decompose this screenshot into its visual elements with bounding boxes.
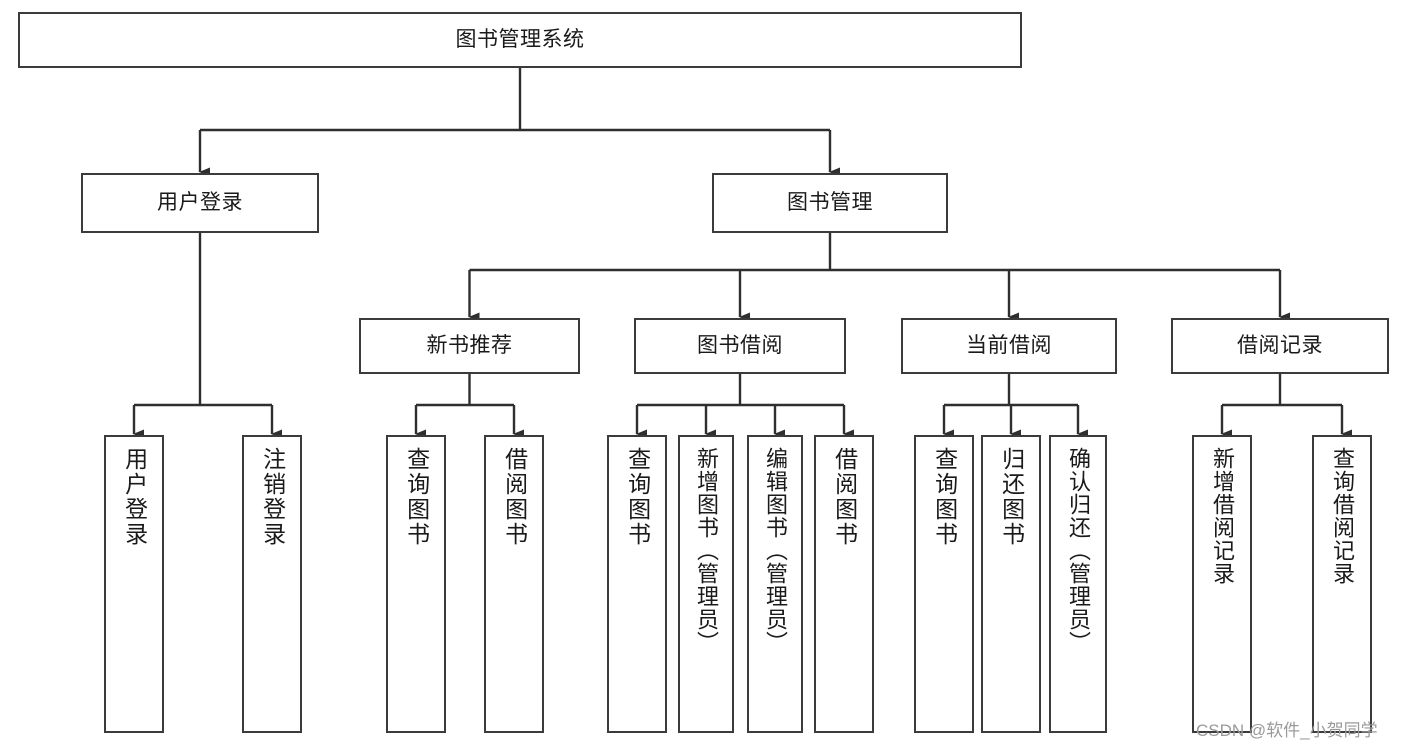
node-leaf-user-login[interactable]: 用户登录 [104, 435, 164, 733]
node-user-login[interactable]: 用户登录 [81, 173, 319, 233]
node-leaf-borrow-book-2[interactable]: 借阅图书 [814, 435, 874, 733]
node-label: 图书借阅 [697, 334, 783, 358]
node-label: 查询图书 [624, 447, 651, 547]
node-root[interactable]: 图书管理系统 [18, 12, 1022, 68]
node-label: 当前借阅 [966, 334, 1052, 358]
node-label: 确认归还（管理员） [1065, 447, 1091, 654]
node-borrow-record[interactable]: 借阅记录 [1171, 318, 1389, 374]
node-leaf-confirm-return[interactable]: 确认归还（管理员） [1049, 435, 1107, 733]
node-leaf-return-book[interactable]: 归还图书 [981, 435, 1041, 733]
node-new-book-rec[interactable]: 新书推荐 [359, 318, 580, 374]
node-current-borrow[interactable]: 当前借阅 [901, 318, 1117, 374]
node-leaf-borrow-book-1[interactable]: 借阅图书 [484, 435, 544, 733]
node-label: 查询图书 [403, 447, 430, 547]
node-book-borrow[interactable]: 图书借阅 [634, 318, 846, 374]
node-label: 查询图书 [931, 447, 958, 547]
node-leaf-query-book-3[interactable]: 查询图书 [914, 435, 974, 733]
node-label: 归还图书 [998, 447, 1025, 547]
node-leaf-edit-book[interactable]: 编辑图书（管理员） [747, 435, 803, 733]
node-label: 借阅图书 [501, 447, 528, 547]
node-label: 新书推荐 [426, 334, 513, 358]
node-label: 注销登录 [259, 447, 286, 547]
node-label: 借阅图书 [831, 447, 858, 547]
node-label: 用户登录 [121, 447, 148, 547]
node-label: 新增借阅记录 [1209, 447, 1235, 585]
edge-group [132, 68, 1352, 439]
node-label: 新增图书（管理员） [693, 447, 719, 654]
node-label: 借阅记录 [1237, 334, 1323, 358]
node-leaf-logout[interactable]: 注销登录 [242, 435, 302, 733]
node-leaf-add-book[interactable]: 新增图书（管理员） [678, 435, 734, 733]
node-label: 用户登录 [157, 191, 243, 215]
node-book-manage[interactable]: 图书管理 [712, 173, 948, 233]
node-label: 图书管理 [787, 191, 873, 215]
node-label: 编辑图书（管理员） [762, 447, 788, 654]
node-leaf-add-record[interactable]: 新增借阅记录 [1192, 435, 1252, 733]
node-leaf-query-record[interactable]: 查询借阅记录 [1312, 435, 1372, 733]
watermark-text: CSDN @软件_小贺同学 [1196, 721, 1378, 740]
node-leaf-query-book-2[interactable]: 查询图书 [607, 435, 667, 733]
node-label: 查询借阅记录 [1329, 447, 1355, 585]
node-label: 图书管理系统 [455, 28, 585, 52]
node-leaf-query-book-1[interactable]: 查询图书 [386, 435, 446, 733]
